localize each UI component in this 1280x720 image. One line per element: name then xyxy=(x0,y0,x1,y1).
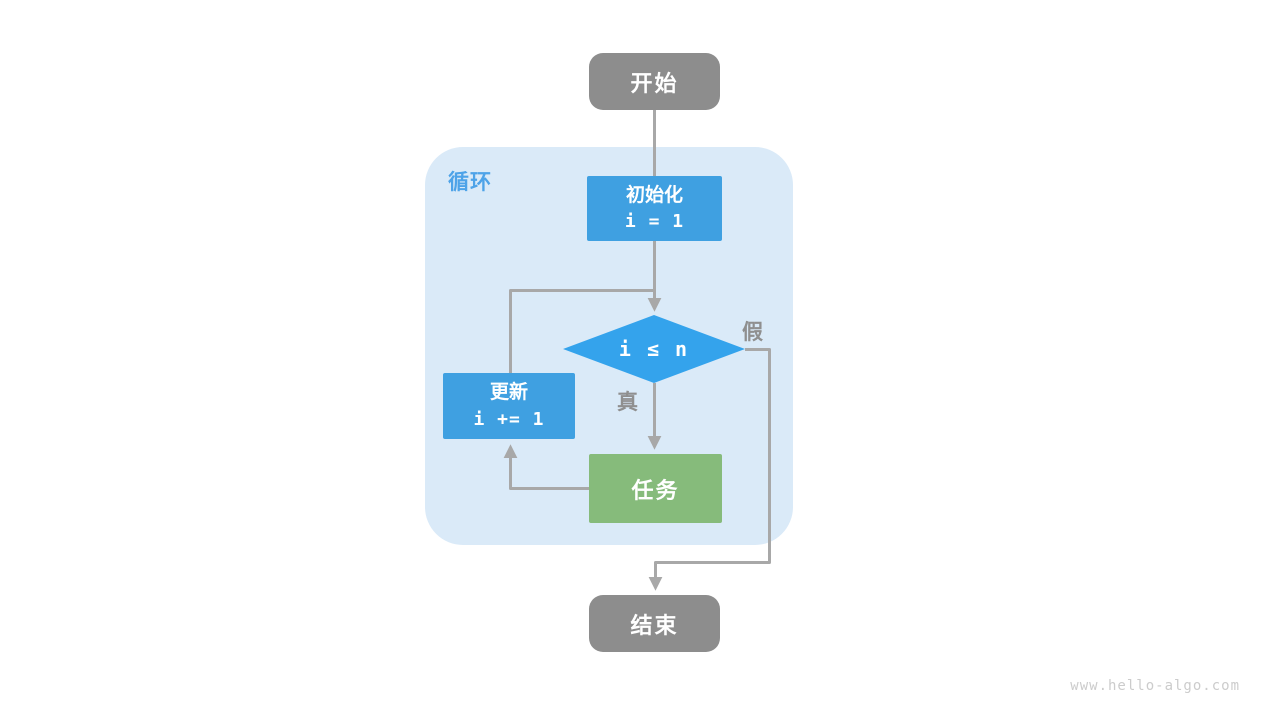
watermark: www.hello-algo.com xyxy=(1070,678,1240,694)
node-update-code: i += 1 xyxy=(473,408,545,430)
node-init-code: i = 1 xyxy=(624,211,685,233)
node-update: 更新 i += 1 xyxy=(443,373,575,439)
edge-label-false: 假 xyxy=(742,321,763,344)
node-task-label: 任务 xyxy=(631,477,680,503)
node-end: 结束 xyxy=(589,595,720,652)
node-init-title: 初始化 xyxy=(625,184,683,206)
node-task: 任务 xyxy=(589,454,722,523)
edge-label-true: 真 xyxy=(617,391,638,414)
loop-group-label: 循环 xyxy=(448,171,492,194)
node-condition-code: i ≤ n xyxy=(618,337,690,361)
node-end-label: 结束 xyxy=(630,612,679,638)
node-condition: i ≤ n xyxy=(563,315,745,383)
node-start: 开始 xyxy=(589,53,720,110)
node-init: 初始化 i = 1 xyxy=(587,176,722,241)
node-update-title: 更新 xyxy=(489,382,528,404)
node-start-label: 开始 xyxy=(630,70,679,96)
